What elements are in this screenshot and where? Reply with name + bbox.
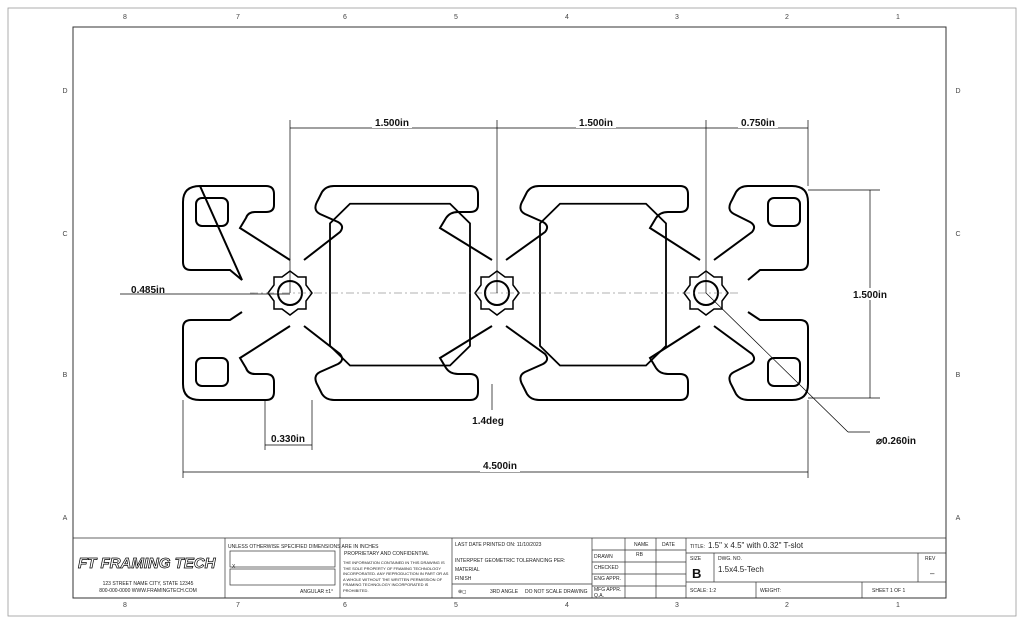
zone-column-label: 8: [123, 14, 127, 21]
mfg-appr-label: MFG APPR.: [594, 587, 621, 593]
zone-row-label: D: [955, 88, 960, 95]
checked-label: CHECKED: [594, 565, 619, 571]
title-block-grid: [73, 537, 946, 598]
zone-row-label: B: [956, 372, 961, 379]
core-boss: [474, 270, 520, 316]
zone-column-label: 6: [343, 602, 347, 609]
dim-top-right: 0.750in: [741, 118, 775, 129]
outer-border: [7, 7, 1017, 617]
drawn-label: DRAWN: [594, 554, 613, 560]
zone-column-label: 2: [785, 14, 789, 21]
sheet-size: B: [692, 566, 701, 581]
zone-column-label: 7: [236, 14, 240, 21]
company-address: 123 STREET NAME CITY, STATE 12345: [103, 581, 194, 587]
interpret-label: INTERPRET GEOMETRIC TOLERANCING PER:: [455, 558, 565, 564]
proprietary-title: PROPRIETARY AND CONFIDENTIAL: [344, 551, 429, 557]
zone-column-label: 5: [454, 14, 458, 21]
projection-symbol: ⊕◻: [458, 589, 466, 595]
dwg-no: 1.5x4.5-Tech: [718, 565, 764, 574]
zone-column-label: 4: [565, 602, 569, 609]
date-header: DATE: [662, 542, 676, 548]
tolerance-angular: ANGULAR ±1°: [300, 589, 333, 595]
zone-column-label: 3: [675, 14, 679, 21]
weight: WEIGHT:: [760, 588, 781, 594]
zone-column-label: 3: [675, 602, 679, 609]
zone-column-label: 1: [896, 602, 900, 609]
inner-frame: [72, 26, 947, 599]
zone-column-label: 6: [343, 14, 347, 21]
dim-left: 0.485in: [131, 285, 165, 296]
name-header: NAME: [634, 542, 649, 548]
do-not-scale: DO NOT SCALE DRAWING: [525, 589, 588, 595]
third-angle: 3RD ANGLE: [490, 589, 519, 595]
zone-row-label: D: [62, 88, 67, 95]
dim-overall-width: 4.500in: [483, 461, 517, 472]
title-label: TITLE:: [690, 544, 705, 550]
zone-column-label: 7: [236, 602, 240, 609]
scale: SCALE: 1:2: [690, 588, 716, 594]
zone-row-label: A: [956, 515, 961, 522]
dim-draft-angle: 1.4deg: [472, 416, 504, 427]
zone-row-label: C: [955, 231, 960, 238]
rev-label: REV: [925, 556, 936, 562]
zone-row-label: B: [63, 372, 68, 379]
tolerance-selected-mark: X: [232, 564, 236, 570]
zone-column-label: 8: [123, 602, 127, 609]
qa-label: Q.A.: [594, 593, 604, 599]
dim-right-height: 1.500in: [853, 290, 887, 301]
zone-column-label: 2: [785, 602, 789, 609]
title-block: FT FRAMING TECH 123 STREET NAME CITY, ST…: [78, 541, 936, 599]
drawing-title: 1.5" x 4.5" with 0.32" T-slot: [708, 541, 804, 550]
dim-hole-diameter: ⌀0.260in: [876, 436, 916, 447]
zone-row-label: C: [62, 231, 67, 238]
proprietary-text: THE INFORMATION CONTAINED IN THIS DRAWIN…: [343, 560, 449, 593]
drawn-by: RB: [636, 552, 644, 558]
dimension-labels: 1.500in 1.500in 0.750in 0.485in 1.500in …: [131, 116, 916, 472]
dim-top-mid: 1.500in: [579, 118, 613, 129]
finish-label: FINISH: [455, 576, 472, 582]
zone-column-label: 4: [565, 14, 569, 21]
rev: –: [930, 569, 935, 578]
eng-appr-label: ENG APPR.: [594, 576, 621, 582]
dwg-no-label: DWG. NO.: [718, 556, 742, 562]
tolerance-header: UNLESS OTHERWISE SPECIFIED DIMENSIONS AR…: [228, 544, 379, 550]
company-contact: 800-000-0000 WWW.FRAMINGTECH.COM: [99, 588, 197, 594]
sheet-number: SHEET 1 OF 1: [872, 588, 905, 594]
dim-slot-width: 0.330in: [271, 434, 305, 445]
material-label: MATERIAL: [455, 567, 480, 573]
dim-top-left: 1.500in: [375, 118, 409, 129]
core-boss: [267, 270, 313, 316]
company-logo: FT FRAMING TECH: [78, 555, 217, 572]
zone-column-label: 5: [454, 602, 458, 609]
last-printed: LAST DATE PRINTED ON: 11/10/2023: [455, 542, 542, 548]
zone-column-label: 1: [896, 14, 900, 21]
size-label: SIZE: [690, 556, 702, 562]
zone-row-label: A: [63, 515, 68, 522]
